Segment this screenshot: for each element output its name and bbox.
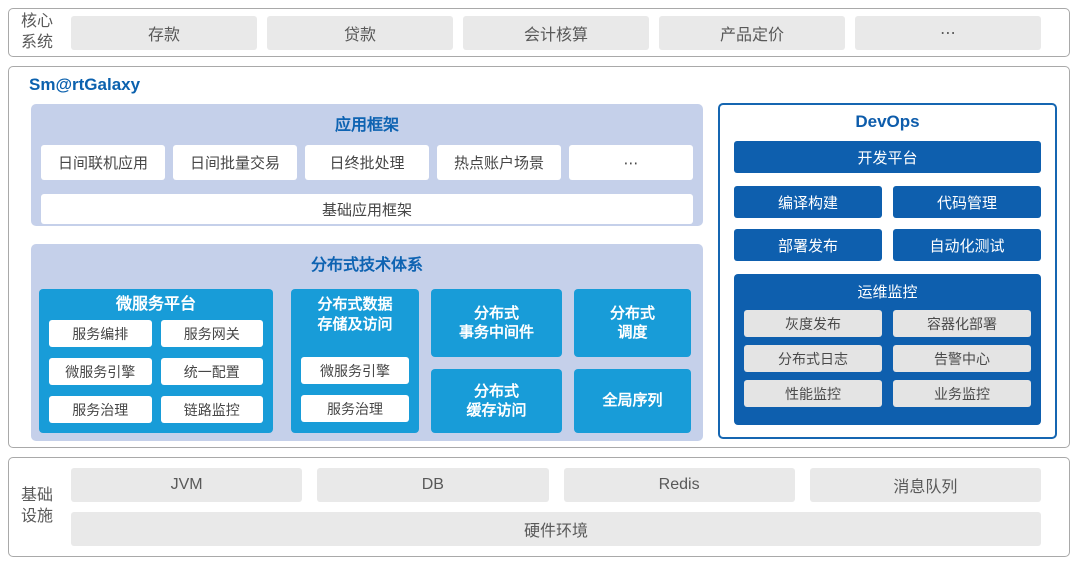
- microservice-item: 服务治理: [49, 396, 152, 423]
- distributed-column-3: 分布式 事务中间件 分布式 缓存访问: [431, 289, 562, 433]
- microservice-item: 统一配置: [160, 358, 263, 385]
- global-sequence-block: 全局序列: [574, 369, 691, 433]
- microservice-item: 服务网关: [160, 320, 263, 347]
- devops-panel: DevOps 开发平台 编译构建 代码管理 部署发布 自动化测试 运维监控 灰度…: [718, 103, 1057, 439]
- microservice-item: 链路监控: [160, 396, 263, 423]
- app-framework-item: ⋯: [569, 145, 693, 180]
- base-framework-box: 基础应用框架: [41, 194, 693, 224]
- core-system-item: 贷款: [267, 15, 453, 50]
- data-storage-items: 微服务引擎 服务治理: [301, 357, 409, 422]
- microservice-platform-title: 微服务平台: [115, 296, 196, 313]
- infrastructure-item: 消息队列: [809, 468, 1041, 502]
- ops-monitor-item: 告警中心: [893, 345, 1031, 372]
- data-storage-item: 微服务引擎: [301, 357, 409, 384]
- app-framework-title: 应用框架: [334, 117, 399, 134]
- app-framework-items: 日间联机应用 日间批量交易 日终批处理 热点账户场景 ⋯: [41, 145, 693, 180]
- distributed-section: 分布式技术体系 微服务平台 服务编排 服务网关 微服务引擎 统一配置 服务治理: [31, 244, 703, 441]
- dev-platform-box: 开发平台: [734, 141, 1041, 173]
- ops-monitor-items: 灰度发布 容器化部署 分布式日志 告警中心 性能监控 业务监控: [744, 310, 1031, 407]
- infrastructure-item: DB: [317, 468, 549, 502]
- core-system-bar: 核心 系统 存款 贷款 会计核算 产品定价 ⋯: [8, 8, 1070, 57]
- core-system-item: 产品定价: [659, 15, 845, 50]
- dist-transaction-middleware-block: 分布式 事务中间件: [431, 289, 562, 357]
- ops-monitor-title: 运维监控: [857, 284, 918, 301]
- platform-title: Sm@rtGalaxy: [29, 75, 141, 94]
- infrastructure-bar: 基础 设施 JVM DB Redis 消息队列 硬件环境: [8, 457, 1070, 557]
- devops-tool-box: 编译构建: [734, 186, 882, 218]
- app-framework-item: 日间批量交易: [173, 145, 297, 180]
- microservice-item: 微服务引擎: [49, 358, 152, 385]
- smartgalaxy-panel: Sm@rtGalaxy 应用框架 日间联机应用 日间批量交易 日终批处理 热点账…: [8, 66, 1070, 448]
- devops-tool-box: 自动化测试: [893, 229, 1041, 261]
- distributed-title: 分布式技术体系: [310, 257, 423, 274]
- ops-monitor-item: 容器化部署: [893, 310, 1031, 337]
- core-system-label: 核心 系统: [21, 12, 54, 51]
- ops-monitor-block: 运维监控 灰度发布 容器化部署 分布式日志 告警中心 性能监控 业务监控: [734, 274, 1041, 425]
- devops-tool-box: 部署发布: [734, 229, 882, 261]
- core-system-item: ⋯: [855, 15, 1041, 50]
- ops-monitor-item: 业务监控: [893, 380, 1031, 407]
- infrastructure-label: 基础 设施: [21, 487, 54, 525]
- infrastructure-item: JVM: [71, 468, 303, 502]
- core-system-items: 存款 贷款 会计核算 产品定价 ⋯: [71, 15, 1041, 50]
- data-storage-item: 服务治理: [301, 395, 409, 422]
- data-storage-panel: 分布式数据 存储及访问 微服务引擎 服务治理: [291, 289, 419, 433]
- core-system-item: 会计核算: [463, 15, 649, 50]
- infrastructure-items: JVM DB Redis 消息队列: [71, 468, 1041, 502]
- microservice-platform-panel: 微服务平台 服务编排 服务网关 微服务引擎 统一配置 服务治理 链路监控: [39, 289, 273, 433]
- app-framework-item: 日间联机应用: [41, 145, 165, 180]
- microservice-items: 服务编排 服务网关 微服务引擎 统一配置 服务治理 链路监控: [49, 320, 263, 423]
- core-system-item: 存款: [71, 15, 257, 50]
- dist-cache-access-block: 分布式 缓存访问: [431, 369, 562, 433]
- app-framework-item: 日终批处理: [305, 145, 429, 180]
- microservice-item: 服务编排: [49, 320, 152, 347]
- infrastructure-content: JVM DB Redis 消息队列 硬件环境: [71, 468, 1041, 546]
- hardware-box: 硬件环境: [71, 512, 1041, 546]
- app-framework-item: 热点账户场景: [437, 145, 561, 180]
- distributed-column-4: 分布式 调度 全局序列: [574, 289, 691, 433]
- devops-tool-box: 代码管理: [893, 186, 1041, 218]
- devops-title: DevOps: [855, 112, 920, 131]
- ops-monitor-item: 性能监控: [744, 380, 882, 407]
- data-storage-title: 分布式数据 存储及访问: [317, 296, 393, 333]
- ops-monitor-item: 分布式日志: [744, 345, 882, 372]
- distributed-content: 微服务平台 服务编排 服务网关 微服务引擎 统一配置 服务治理 链路监控: [39, 289, 691, 433]
- devops-tools: 编译构建 代码管理 部署发布 自动化测试: [734, 186, 1041, 261]
- app-framework-section: 应用框架 日间联机应用 日间批量交易 日终批处理 热点账户场景 ⋯ 基础应用框架: [31, 104, 703, 226]
- infrastructure-item: Redis: [563, 468, 795, 502]
- ops-monitor-item: 灰度发布: [744, 310, 882, 337]
- dist-scheduling-block: 分布式 调度: [574, 289, 691, 357]
